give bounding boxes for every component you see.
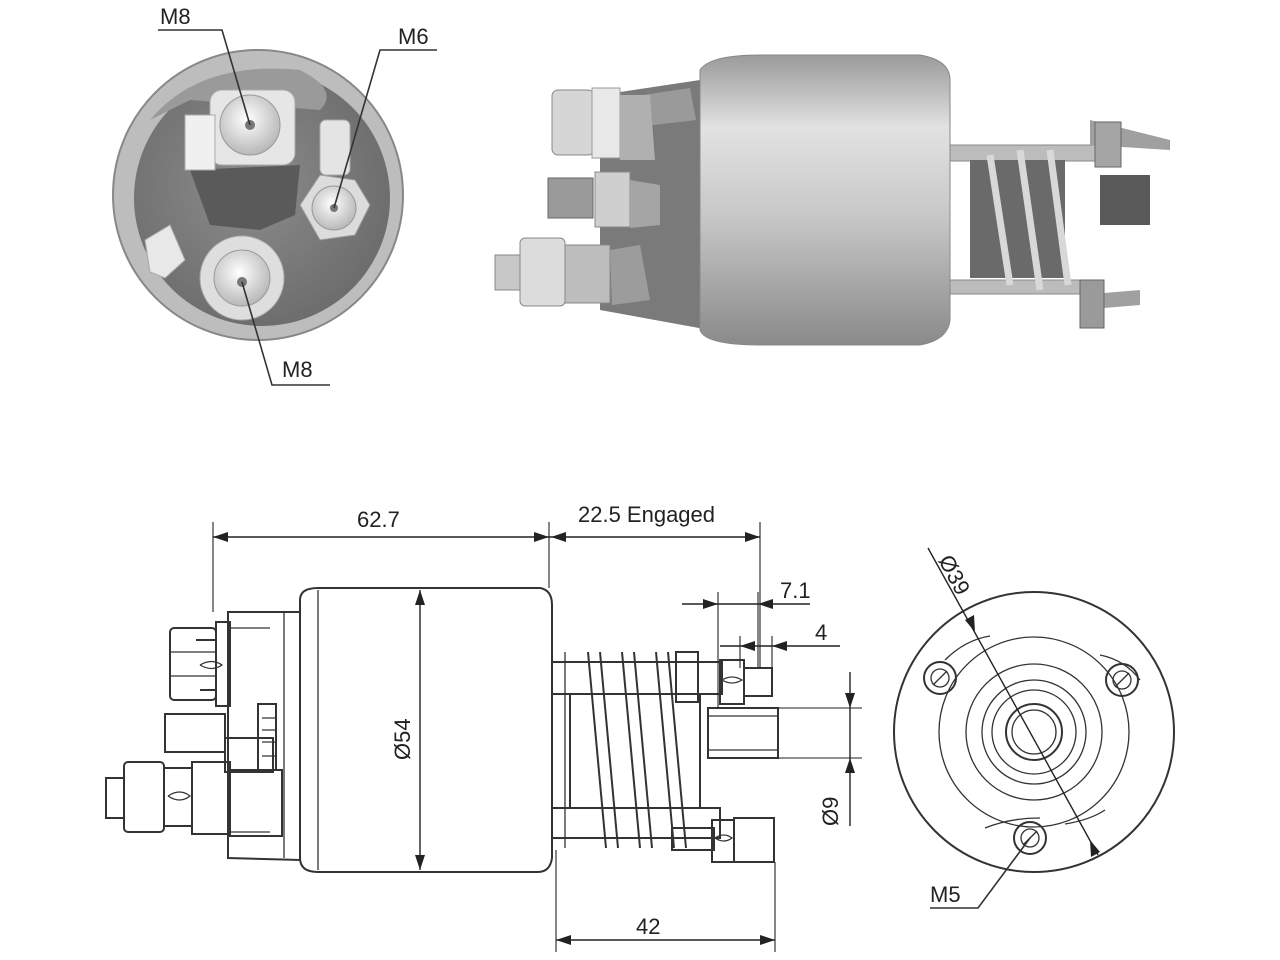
callout-m8-top: M8 [160, 4, 191, 29]
callout-m5: M5 [930, 882, 961, 907]
terminal-bottom [494, 237, 650, 307]
dim-42: 42 [636, 914, 660, 939]
terminal-mid [547, 171, 660, 228]
dim-22-5-engaged: 22.5 Engaged [578, 502, 715, 527]
side-view-drawing [105, 587, 779, 873]
callout-m8-bottom: M8 [282, 357, 313, 382]
dim-dia-9: Ø9 [818, 797, 843, 826]
dim-4: 4 [815, 620, 827, 645]
stud-m8-top [184, 89, 296, 171]
terminal-top [551, 87, 655, 160]
callout-m6: M6 [398, 24, 429, 49]
dimension-lines: 62.7 22.5 Engaged 7.1 4 Ø54 Ø9 [212, 502, 862, 952]
dim-7-1: 7.1 [780, 578, 811, 603]
dim-dia-54: Ø54 [390, 718, 415, 760]
mount-hole-left [923, 661, 957, 695]
side-view-photo [494, 54, 1170, 346]
end-view-photo [112, 49, 404, 341]
stud-m8-bottom [144, 224, 285, 321]
dim-dia-39: Ø39 [934, 551, 976, 599]
end-view-drawing [893, 591, 1175, 873]
mount-hole-right [1105, 663, 1139, 697]
dim-62-7: 62.7 [357, 507, 400, 532]
stud-m6 [299, 119, 371, 241]
